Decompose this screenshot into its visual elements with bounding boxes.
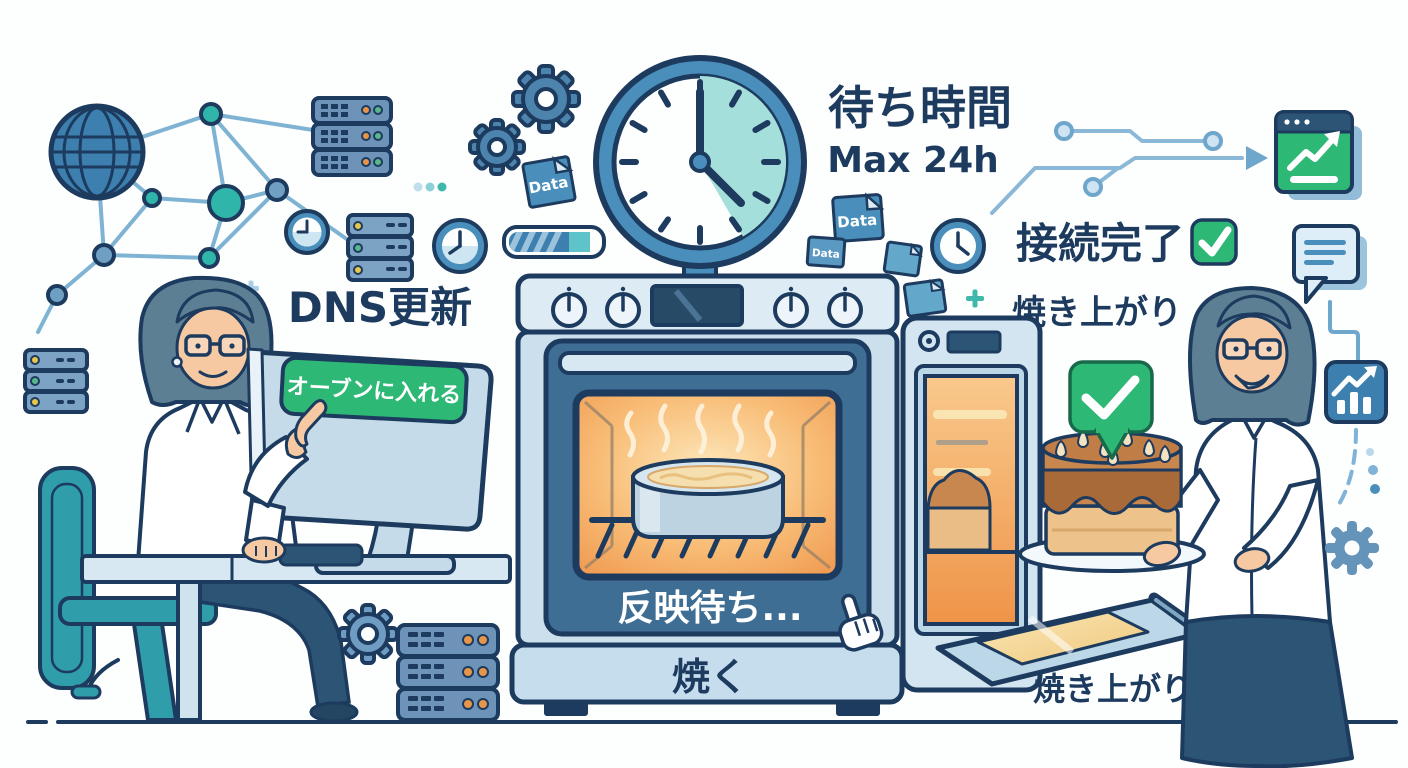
oven-main: 反映待ち... 焼く <box>509 273 905 716</box>
icon-connector <box>1328 300 1360 362</box>
cake-pan <box>631 458 785 539</box>
plus-sparkle-right <box>966 289 984 308</box>
clock-icon-left <box>284 209 330 255</box>
data-doc-large-label: Data <box>837 211 878 232</box>
left-woman-arms <box>241 399 328 564</box>
gear-icon-bottom <box>337 603 399 665</box>
dashed-connector <box>1336 428 1358 508</box>
put-in-oven-button: オーブンに入れる <box>279 355 469 425</box>
keyboard <box>278 543 364 567</box>
person-right <box>1120 286 1354 768</box>
server-rack-icon-left <box>23 348 89 414</box>
progress-bar <box>502 225 606 259</box>
connection-complete-caption: 接続完了 <box>1016 219 1184 268</box>
document-icon-plain-2 <box>902 278 948 318</box>
face <box>1215 314 1289 394</box>
oven-display <box>650 284 744 327</box>
clock-icon-mid <box>432 218 488 274</box>
arrow-head <box>1246 146 1268 170</box>
data-doc-small-label: Data <box>812 247 841 261</box>
analytics-window-icon <box>1274 110 1362 200</box>
gear-icon-large <box>511 64 581 134</box>
server-rack-icon-bottom <box>396 623 500 722</box>
wall-clock-icon <box>593 55 807 269</box>
arm-right <box>1242 478 1320 570</box>
cake-in-side-oven <box>923 469 1017 554</box>
hand-over-plate <box>1142 540 1182 568</box>
check-speech-bubble <box>1068 360 1154 460</box>
bake-button-label: 焼く <box>672 655 748 699</box>
gear-icon-right <box>1325 521 1379 575</box>
monitor: オーブンに入れる <box>246 347 494 575</box>
oven-status-label: 反映待ち... <box>617 588 802 629</box>
document-icon-plain-1 <box>882 240 923 278</box>
dots-row <box>413 182 447 192</box>
globe-icon <box>48 103 146 201</box>
dns-update-caption: DNS更新 <box>288 283 472 332</box>
dot-trail <box>1366 448 1380 494</box>
clock-icon-right <box>930 218 986 274</box>
speech-bubble-icon <box>1292 224 1367 304</box>
server-rack-icon-top <box>311 96 393 177</box>
baked-caption-bottom: 焼き上がり <box>1033 670 1193 708</box>
data-document-icon-small: Data <box>805 235 847 269</box>
server-rack-icon-mid <box>346 213 414 282</box>
skirt <box>1180 614 1354 768</box>
gear-icon-small <box>468 118 526 176</box>
check-badge-icon <box>1190 218 1238 266</box>
wait-time-subtitle: Max 24h <box>827 140 999 181</box>
wait-time-title: 待ち時間 <box>828 81 1012 135</box>
data-document-icon-large: Data <box>831 192 885 243</box>
steam-lines <box>624 403 776 458</box>
cursor-hand-icon <box>838 593 884 652</box>
oven-door-handle <box>558 351 857 375</box>
data-document-icon-left: Data <box>521 155 577 209</box>
network-graph <box>36 102 350 334</box>
bar-chart-icon <box>1324 360 1388 424</box>
